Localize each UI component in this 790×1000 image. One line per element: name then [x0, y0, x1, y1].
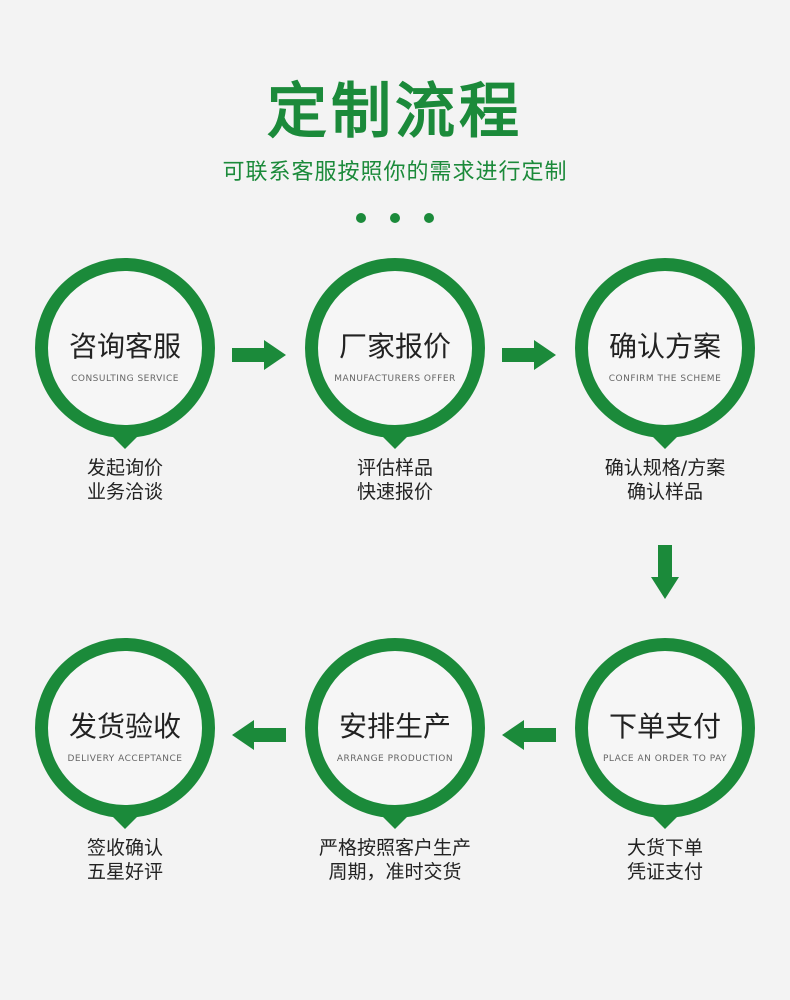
- step-description: 大货下单 凭证支付: [575, 836, 755, 884]
- arrow-down-icon: [651, 545, 679, 599]
- step-desc-line: 发起询价: [86, 457, 163, 479]
- step-circle: 厂家报价 MANUFACTURERS OFFER: [305, 258, 485, 449]
- step-circle: 下单支付 PLACE AN ORDER TO PAY: [575, 638, 755, 829]
- step-title: 确认方案: [608, 330, 721, 363]
- step-subtitle: PLACE AN ORDER TO PAY: [602, 754, 728, 764]
- page-title: 定制流程: [267, 77, 523, 147]
- step-desc-line: 确认样品: [626, 481, 703, 503]
- step-circle: 发货验收 DELIVERY ACCEPTANCE: [35, 638, 215, 829]
- arrow-left-icon: [502, 720, 556, 750]
- page-subtitle: 可联系客服按照你的需求进行定制: [222, 160, 568, 185]
- step-delivery-acceptance: 发货验收 DELIVERY ACCEPTANCE 签收确认 五星好评: [35, 638, 215, 884]
- step-description: 严格按照客户生产 周期，准时交货: [305, 836, 485, 884]
- speech-pointer: [651, 435, 679, 449]
- step-manufacturers-offer: 厂家报价 MANUFACTURERS OFFER 评估样品 快速报价: [305, 258, 485, 504]
- step-subtitle: DELIVERY ACCEPTANCE: [67, 754, 183, 764]
- speech-pointer: [381, 435, 409, 449]
- step-circle: 咨询客服 CONSULTING SERVICE: [35, 258, 215, 449]
- step-title: 发货验收: [68, 710, 181, 743]
- step-desc-line: 周期，准时交货: [328, 861, 462, 883]
- step-title: 厂家报价: [338, 330, 451, 363]
- step-desc-line: 业务洽谈: [86, 481, 163, 503]
- step-description: 签收确认 五星好评: [35, 836, 215, 884]
- step-description: 发起询价 业务洽谈: [35, 456, 215, 504]
- arrow-right-icon: [232, 340, 286, 370]
- step-confirm-scheme: 确认方案 CONFIRM THE SCHEME 确认规格/方案 确认样品: [575, 258, 755, 504]
- step-description: 确认规格/方案 确认样品: [575, 456, 755, 504]
- step-subtitle: CONSULTING SERVICE: [71, 374, 179, 384]
- speech-pointer: [111, 435, 139, 449]
- step-title: 咨询客服: [68, 330, 181, 363]
- decorative-dots: [0, 208, 790, 227]
- step-description: 评估样品 快速报价: [305, 456, 485, 504]
- arrow-left-icon: [232, 720, 286, 750]
- step-desc-line: 快速报价: [356, 481, 433, 503]
- step-desc-line: 评估样品: [356, 457, 433, 479]
- step-subtitle: ARRANGE PRODUCTION: [336, 754, 454, 764]
- step-title: 安排生产: [338, 710, 451, 743]
- step-place-order-pay: 下单支付 PLACE AN ORDER TO PAY 大货下单 凭证支付: [575, 638, 755, 884]
- step-circle: 确认方案 CONFIRM THE SCHEME: [575, 258, 755, 449]
- step-title: 下单支付: [608, 710, 721, 743]
- speech-pointer: [381, 815, 409, 829]
- step-desc-line: 五星好评: [86, 861, 163, 883]
- step-desc-line: 严格按照客户生产: [318, 837, 471, 859]
- speech-pointer: [651, 815, 679, 829]
- step-consulting-service: 咨询客服 CONSULTING SERVICE 发起询价 业务洽谈: [35, 258, 215, 504]
- step-desc-line: 签收确认: [86, 837, 163, 859]
- step-arrange-production: 安排生产 ARRANGE PRODUCTION 严格按照客户生产 周期，准时交货: [305, 638, 485, 884]
- speech-pointer: [111, 815, 139, 829]
- step-desc-line: 确认规格/方案: [604, 457, 726, 479]
- step-circle: 安排生产 ARRANGE PRODUCTION: [305, 638, 485, 829]
- step-desc-line: 凭证支付: [626, 861, 703, 883]
- step-subtitle: MANUFACTURERS OFFER: [334, 374, 456, 384]
- arrow-right-icon: [502, 340, 556, 370]
- step-subtitle: CONFIRM THE SCHEME: [608, 374, 722, 384]
- step-desc-line: 大货下单: [626, 837, 703, 859]
